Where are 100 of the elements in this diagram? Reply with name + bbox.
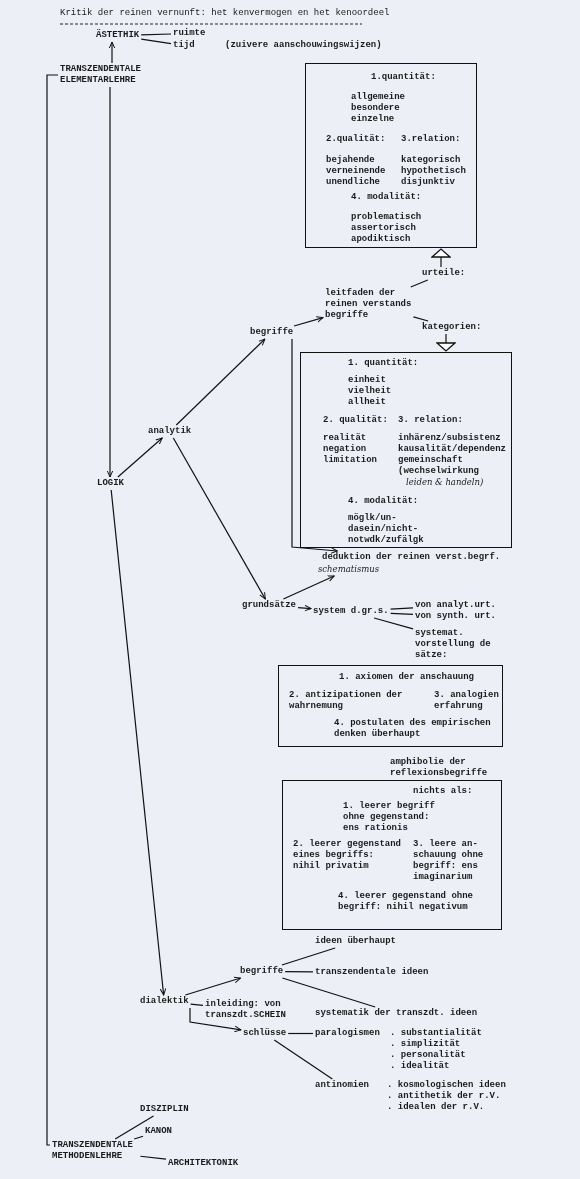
connector-line: [284, 971, 314, 973]
arrow: [175, 338, 266, 426]
title: Kritik der reinen vernunft: het kenvermogen en het kenoordeel: [60, 8, 390, 19]
box-text: 1. quantität:: [348, 358, 419, 369]
box-text: 2. qualität:: [323, 415, 388, 426]
connector-line: [46, 74, 59, 1146]
box-text: kategorisch hypothetisch disjunktiv: [401, 155, 467, 188]
box-text: 1.quantität:: [371, 72, 436, 83]
concept-label: ÄSTETHIK: [96, 30, 140, 41]
box-text: nichts als:: [413, 786, 473, 797]
box-text: einheit vielheit allheit: [348, 375, 393, 408]
concept-label: tijd: [173, 40, 195, 51]
arrow: [297, 604, 312, 612]
connector-line: [139, 1155, 167, 1160]
box-text: 3. leere an- schauung ohne begriff: ens imaginarium: [413, 839, 485, 883]
list-item-label: . idealen der r.V.: [387, 1102, 485, 1113]
arrow: [184, 976, 242, 996]
box-text: 4. postulaten des empirischen denken überhaupt: [334, 718, 491, 740]
connector-line: [273, 1039, 333, 1080]
concept-label: LOGIK: [97, 478, 124, 489]
box-text: realität negation limitation: [323, 433, 378, 466]
box-text: 1. leerer begriff ohne gegenstand: ens rationis: [343, 801, 436, 834]
box-text: bejahende verneinende unendliche: [326, 155, 386, 188]
concept-label: systematik der transzdt. ideen: [315, 1008, 478, 1019]
category-box: [300, 352, 512, 548]
concept-label: antinomien: [315, 1080, 369, 1091]
arrow: [189, 1007, 242, 1033]
concept-label: TRANSZENDENTALE ELEMENTARLEHRE: [60, 64, 142, 86]
concept-label: paralogismen: [315, 1028, 380, 1039]
concept-label: transzendentale ideen: [315, 967, 429, 978]
list-item-label: . idealität: [390, 1061, 450, 1072]
arrow: [108, 41, 116, 64]
box-text: 3.relation:: [401, 134, 461, 145]
connector-line: [140, 38, 172, 45]
note-label: (zuivere aanschouwingswijzen): [225, 40, 382, 51]
box-text: 2. antizipationen der wahrnemung: [289, 690, 404, 712]
arrow: [106, 86, 114, 478]
concept-label: TRANSZENDENTALE METHODENLEHRE: [52, 1140, 134, 1162]
arrow: [282, 575, 335, 600]
connector-line: [140, 33, 172, 36]
category-box: [282, 780, 502, 930]
block-arrow: [436, 333, 456, 352]
box-text: leiden & handeln): [406, 477, 484, 488]
concept-label: systemat. vorstellung de sätze:: [415, 628, 492, 661]
box-text: 4. leerer gegenstand ohne begriff: nihil negativum: [338, 891, 473, 913]
concept-label: inleiding: von transzdt.SCHEIN: [205, 999, 287, 1021]
box-text: inhärenz/subsistenz kausalität/dependenz gemeinschaft (wechselwirkung: [398, 433, 506, 477]
box-text: 3. analogien erfahrung: [434, 690, 499, 712]
concept-label: von synth. urt.: [415, 611, 496, 622]
concept-label: kategorien:: [422, 322, 482, 333]
connector-line: [373, 617, 414, 630]
list-item-label: . kosmologischen ideen: [387, 1080, 506, 1091]
concept-label: urteile:: [422, 268, 466, 279]
concept-label: leitfaden der reinen verstands begriffe: [325, 288, 412, 321]
list-item-label: . substantialität: [390, 1028, 482, 1039]
box-text: möglk/un- dasein/nicht- notwdk/zufälgk: [348, 513, 424, 546]
box-text: allgemeine besondere einzelne: [351, 92, 406, 125]
concept-label: deduktion der reinen verst.begrf.: [322, 552, 501, 563]
box-text: 4. modalität:: [348, 496, 419, 507]
concept-label: dialektik: [140, 996, 189, 1007]
concept-label: schlüsse: [243, 1028, 287, 1039]
list-item-label: . antithetik der r.V.: [387, 1091, 501, 1102]
block-arrow: [431, 248, 451, 268]
concept-label: begriffe: [250, 327, 294, 338]
arrow: [291, 338, 338, 554]
concept-label: amphibolie der reflexionsbegriffe: [390, 757, 488, 779]
arrow: [110, 489, 167, 996]
box-text: 1. axiomen der anschauung: [339, 672, 475, 683]
concept-label: von analyt.urt.: [415, 600, 496, 611]
arrow: [293, 316, 324, 327]
list-item-label: . simplizität: [390, 1039, 461, 1050]
connector-line: [133, 1135, 144, 1140]
connector-line: [412, 316, 429, 322]
concept-label: ruimte: [173, 28, 206, 39]
concept-label: KANON: [145, 1126, 172, 1137]
connector-line: [410, 279, 429, 288]
box-text: 3. relation:: [398, 415, 463, 426]
concept-label: grundsätze: [242, 600, 296, 611]
concept-label: begriffe: [240, 966, 284, 977]
concept-label: analytik: [148, 426, 192, 437]
connector-line: [281, 947, 336, 966]
arrow: [117, 437, 163, 478]
box-text: 4. modalität:: [351, 192, 422, 203]
connector-line: [190, 1003, 204, 1006]
connector-line: [114, 1115, 155, 1140]
connector-line: [390, 612, 414, 616]
box-text: problematisch assertorisch apodiktisch: [351, 212, 423, 245]
list-item-label: . personalität: [390, 1050, 466, 1061]
connector-line: [281, 977, 376, 1008]
category-box: [305, 63, 477, 248]
concept-label: ARCHITEKTONIK: [168, 1158, 239, 1169]
connector-line: [390, 607, 414, 610]
box-text: 2.qualität:: [326, 134, 386, 145]
concept-label: system d.gr.s.: [313, 606, 389, 617]
arrow: [172, 437, 266, 600]
concept-label: ideen überhaupt: [315, 936, 396, 947]
concept-label: DISZIPLIN: [140, 1104, 189, 1115]
box-text: 2. leerer gegenstand eines begriffs: nihil privatim: [293, 839, 401, 872]
category-box: [278, 665, 503, 747]
connector-line: [287, 1032, 314, 1035]
